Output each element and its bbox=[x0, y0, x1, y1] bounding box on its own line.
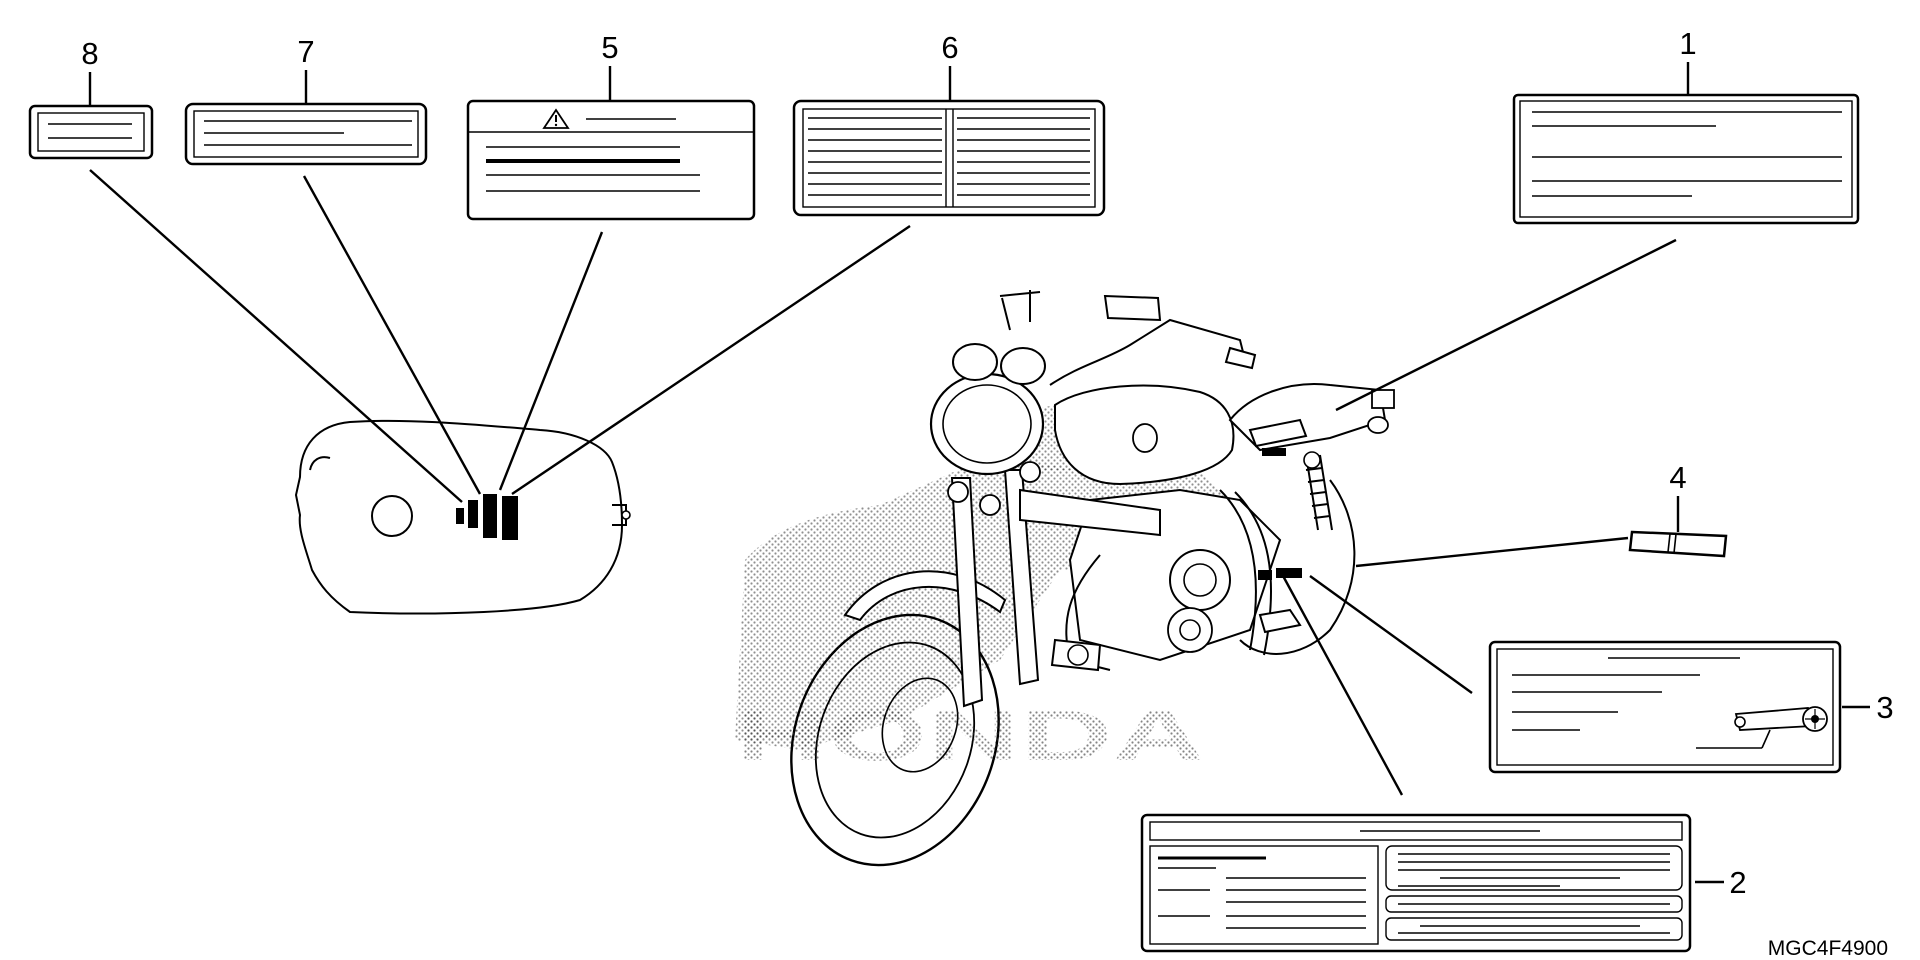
wrench-diagram-icon bbox=[1734, 706, 1828, 749]
label-6 bbox=[792, 99, 1106, 217]
callout-ticks bbox=[88, 62, 1870, 884]
label-3 bbox=[1488, 640, 1842, 774]
label-7 bbox=[184, 102, 428, 166]
label-8 bbox=[28, 104, 154, 160]
callout-4: 4 bbox=[1669, 460, 1686, 495]
label-4 bbox=[1628, 530, 1728, 558]
motorcycle bbox=[735, 290, 1395, 867]
label-5 bbox=[466, 99, 756, 221]
diagram-code: MGC4F4900 bbox=[1768, 937, 1888, 960]
callout-2: 2 bbox=[1729, 865, 1746, 900]
fuel-tank bbox=[294, 419, 631, 615]
callout-7: 7 bbox=[297, 34, 314, 69]
warning-triangle-icon bbox=[542, 108, 570, 129]
leader-lines bbox=[89, 169, 1677, 796]
callout-5: 5 bbox=[601, 30, 618, 65]
honda-watermark: HONDA bbox=[735, 696, 1205, 776]
callout-6: 6 bbox=[941, 30, 958, 65]
callout-8: 8 bbox=[81, 36, 98, 71]
callout-3: 3 bbox=[1876, 690, 1893, 725]
callout-1: 1 bbox=[1679, 26, 1696, 61]
label-1 bbox=[1512, 93, 1860, 225]
label-2 bbox=[1140, 813, 1692, 953]
